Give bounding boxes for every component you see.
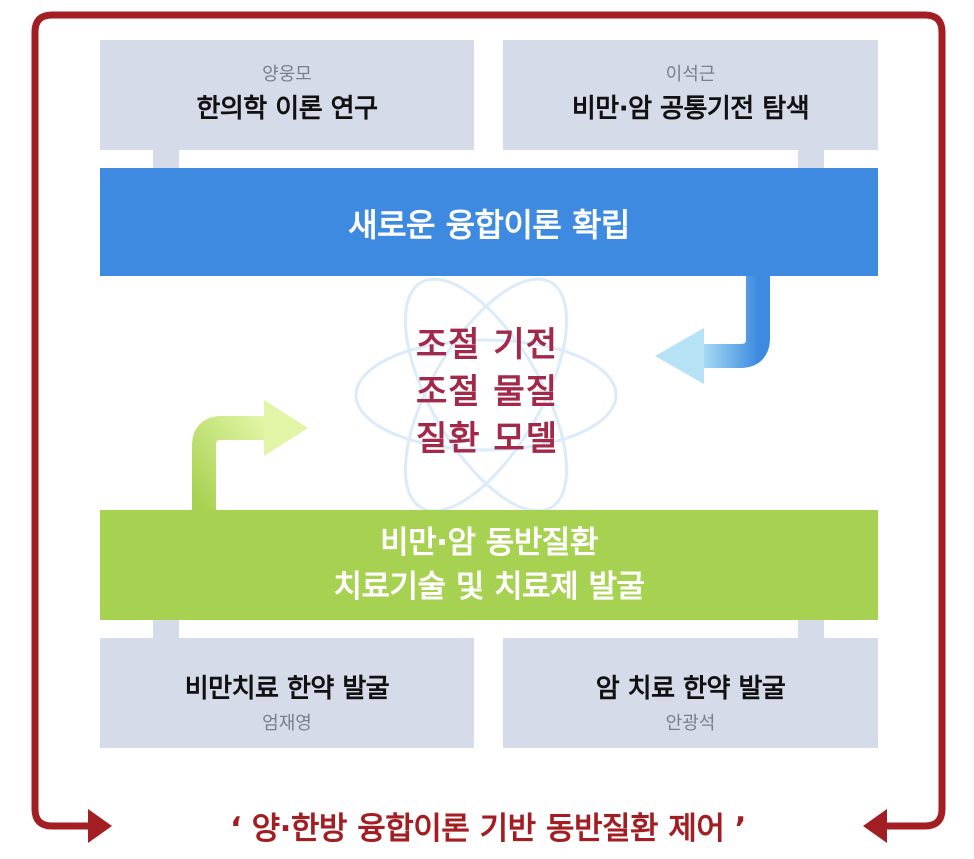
top-right-box: 이석근 비만·암 공통기전 탐색 xyxy=(503,40,878,150)
bottom-left-box: 비만치료 한약 발굴 엄재영 xyxy=(100,638,474,748)
top-left-box: 양웅모 한의학 이론 연구 xyxy=(100,40,474,150)
research-topic: 암 치료 한약 발굴 xyxy=(595,674,786,704)
green-band-line-1: 비만·암 동반질환 xyxy=(380,525,598,561)
center-line-1: 조절 기전 xyxy=(416,325,558,365)
researcher-name: 안광석 xyxy=(665,713,716,734)
center-text: 조절 기전 조절 물질 질환 모델 xyxy=(380,322,594,463)
green-curved-arrow xyxy=(192,416,268,512)
blue-curved-arrowhead xyxy=(655,328,704,384)
frame-left-arrow xyxy=(31,11,484,830)
green-band-line-2: 치료기술 및 치료제 발굴 xyxy=(333,569,645,605)
research-topic: 비만·암 공통기전 탐색 xyxy=(571,94,810,124)
center-line-2: 조절 물질 xyxy=(416,372,558,412)
footer-caption: ‘ 양·한방 융합이론 기반 동반질환 제어 ’ xyxy=(230,811,746,847)
center-line-3: 질환 모델 xyxy=(416,419,558,459)
research-topic: 한의학 이론 연구 xyxy=(196,94,378,124)
frame-right-arrow xyxy=(484,11,946,830)
blue-band: 새로운 융합이론 확립 xyxy=(100,168,878,276)
green-band: 비만·암 동반질환 치료기술 및 치료제 발굴 xyxy=(100,510,878,620)
atom-decoration xyxy=(354,277,618,513)
researcher-name: 이석근 xyxy=(665,64,716,85)
researcher-name: 엄재영 xyxy=(262,713,312,734)
frame-right-arrowhead xyxy=(863,809,887,843)
green-curved-arrowhead xyxy=(264,400,308,456)
research-topic: 비만치료 한약 발굴 xyxy=(184,674,390,704)
researcher-name: 양웅모 xyxy=(262,64,312,85)
blue-band-title: 새로운 융합이론 확립 xyxy=(348,206,630,244)
bottom-right-box: 암 치료 한약 발굴 안광석 xyxy=(503,638,878,748)
blue-curved-arrow xyxy=(700,276,770,368)
frame-left-arrowhead xyxy=(88,809,112,843)
